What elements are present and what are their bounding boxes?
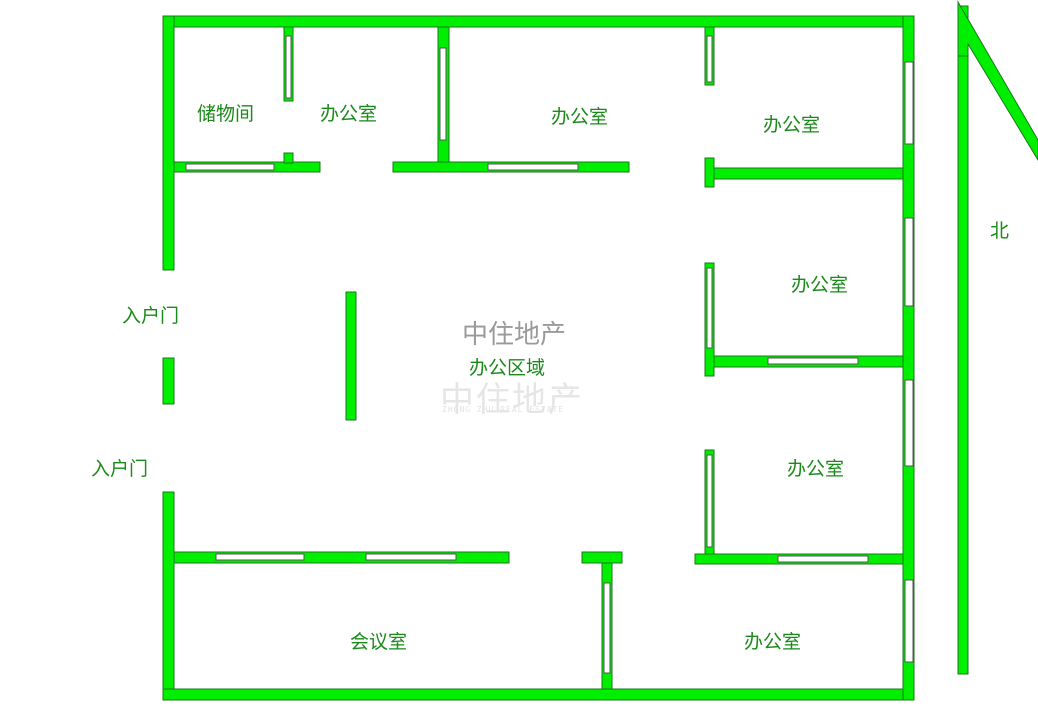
room-label-office-area: 办公区域 [469,357,546,379]
wall-segment [283,152,294,164]
window-pane [439,47,447,141]
window-pane [777,555,869,563]
room-label-office-1: 办公室 [320,103,378,125]
north-arrow-head [957,0,1038,161]
room-label-meeting: 会议室 [350,631,408,653]
room-label-office-4: 办公室 [791,274,849,296]
room-label-storage: 储物间 [197,103,255,125]
watermark-ghost-sub: ZHONG ZHU REAL ESTATE [442,405,565,414]
window-pane [285,35,292,99]
wall-segment [162,357,175,405]
north-label: 北 [990,220,1010,242]
window-pane [904,579,914,663]
window-pane [365,553,457,561]
wall-segment [713,167,904,180]
window-pane [706,454,713,548]
room-label-office-6: 办公室 [744,631,802,653]
entrance-label-lower: 入户门 [91,458,149,480]
wall-segment [162,15,175,271]
wall-segment [345,291,357,421]
entrance-label-upper: 入户门 [122,305,180,327]
north-arrow [957,0,1038,675]
room-label-office-5: 办公室 [787,458,845,480]
watermark-brand: 中住地产 [462,320,567,350]
wall-segment [162,15,915,28]
window-pane [767,357,859,365]
window-pane [487,163,579,171]
watermark-ghost: 中住地产 [440,380,584,420]
room-label-office-2: 办公室 [551,106,609,128]
window-pane [215,553,305,561]
window-pane [706,35,713,83]
wall-segment [704,157,715,188]
north-arrow-shaft [957,5,969,675]
wall-segment [162,688,915,701]
windows [185,35,914,674]
window-pane [603,582,611,674]
wall-segment [162,491,175,700]
window-pane [904,217,914,307]
window-pane [706,267,713,349]
wall-segment [173,551,510,564]
window-pane [185,163,275,171]
room-label-office-3: 办公室 [763,114,821,136]
window-pane [904,61,914,145]
wall-segment [581,551,623,564]
window-pane [904,379,914,467]
